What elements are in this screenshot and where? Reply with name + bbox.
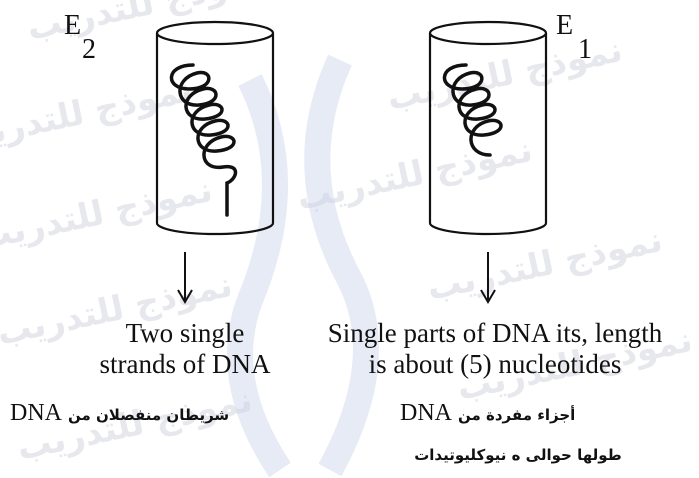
left-arabic-text: شريطان منفصلان من (68, 406, 230, 424)
left-dna-coil (169, 63, 238, 217)
right-dna-coil (442, 63, 503, 157)
left-desc: Two single strands of DNA (95, 318, 275, 380)
right-arabic-dna: DNA (400, 400, 452, 426)
right-arabic-line1: DNA أجزاء مفردة من (400, 400, 575, 427)
right-label-main: E (556, 10, 574, 41)
left-label-sub: 2 (82, 34, 96, 65)
left-arrow (177, 252, 193, 304)
right-tube (428, 20, 548, 236)
right-desc: Single parts of DNA its, length is about… (295, 318, 695, 380)
right-arabic-text: أجزاء مفردة من (458, 406, 576, 424)
right-desc-line1: Single parts of DNA its, length (327, 318, 663, 348)
left-desc-line2: strands of DNA (99, 349, 271, 379)
right-desc-line2: is about (5) nucleotides (368, 349, 622, 379)
left-arabic-dna: DNA (10, 400, 62, 426)
left-tube (155, 20, 275, 236)
left-desc-line1: Two single (125, 318, 245, 348)
right-arrow (480, 252, 496, 304)
right-arabic-line2: طولها حوالى ه نيوكليوتيدات (414, 446, 622, 464)
right-label-sub: 1 (578, 34, 592, 65)
left-label-main: E (64, 10, 82, 41)
left-arabic: DNA شريطان منفصلان من (10, 400, 229, 427)
